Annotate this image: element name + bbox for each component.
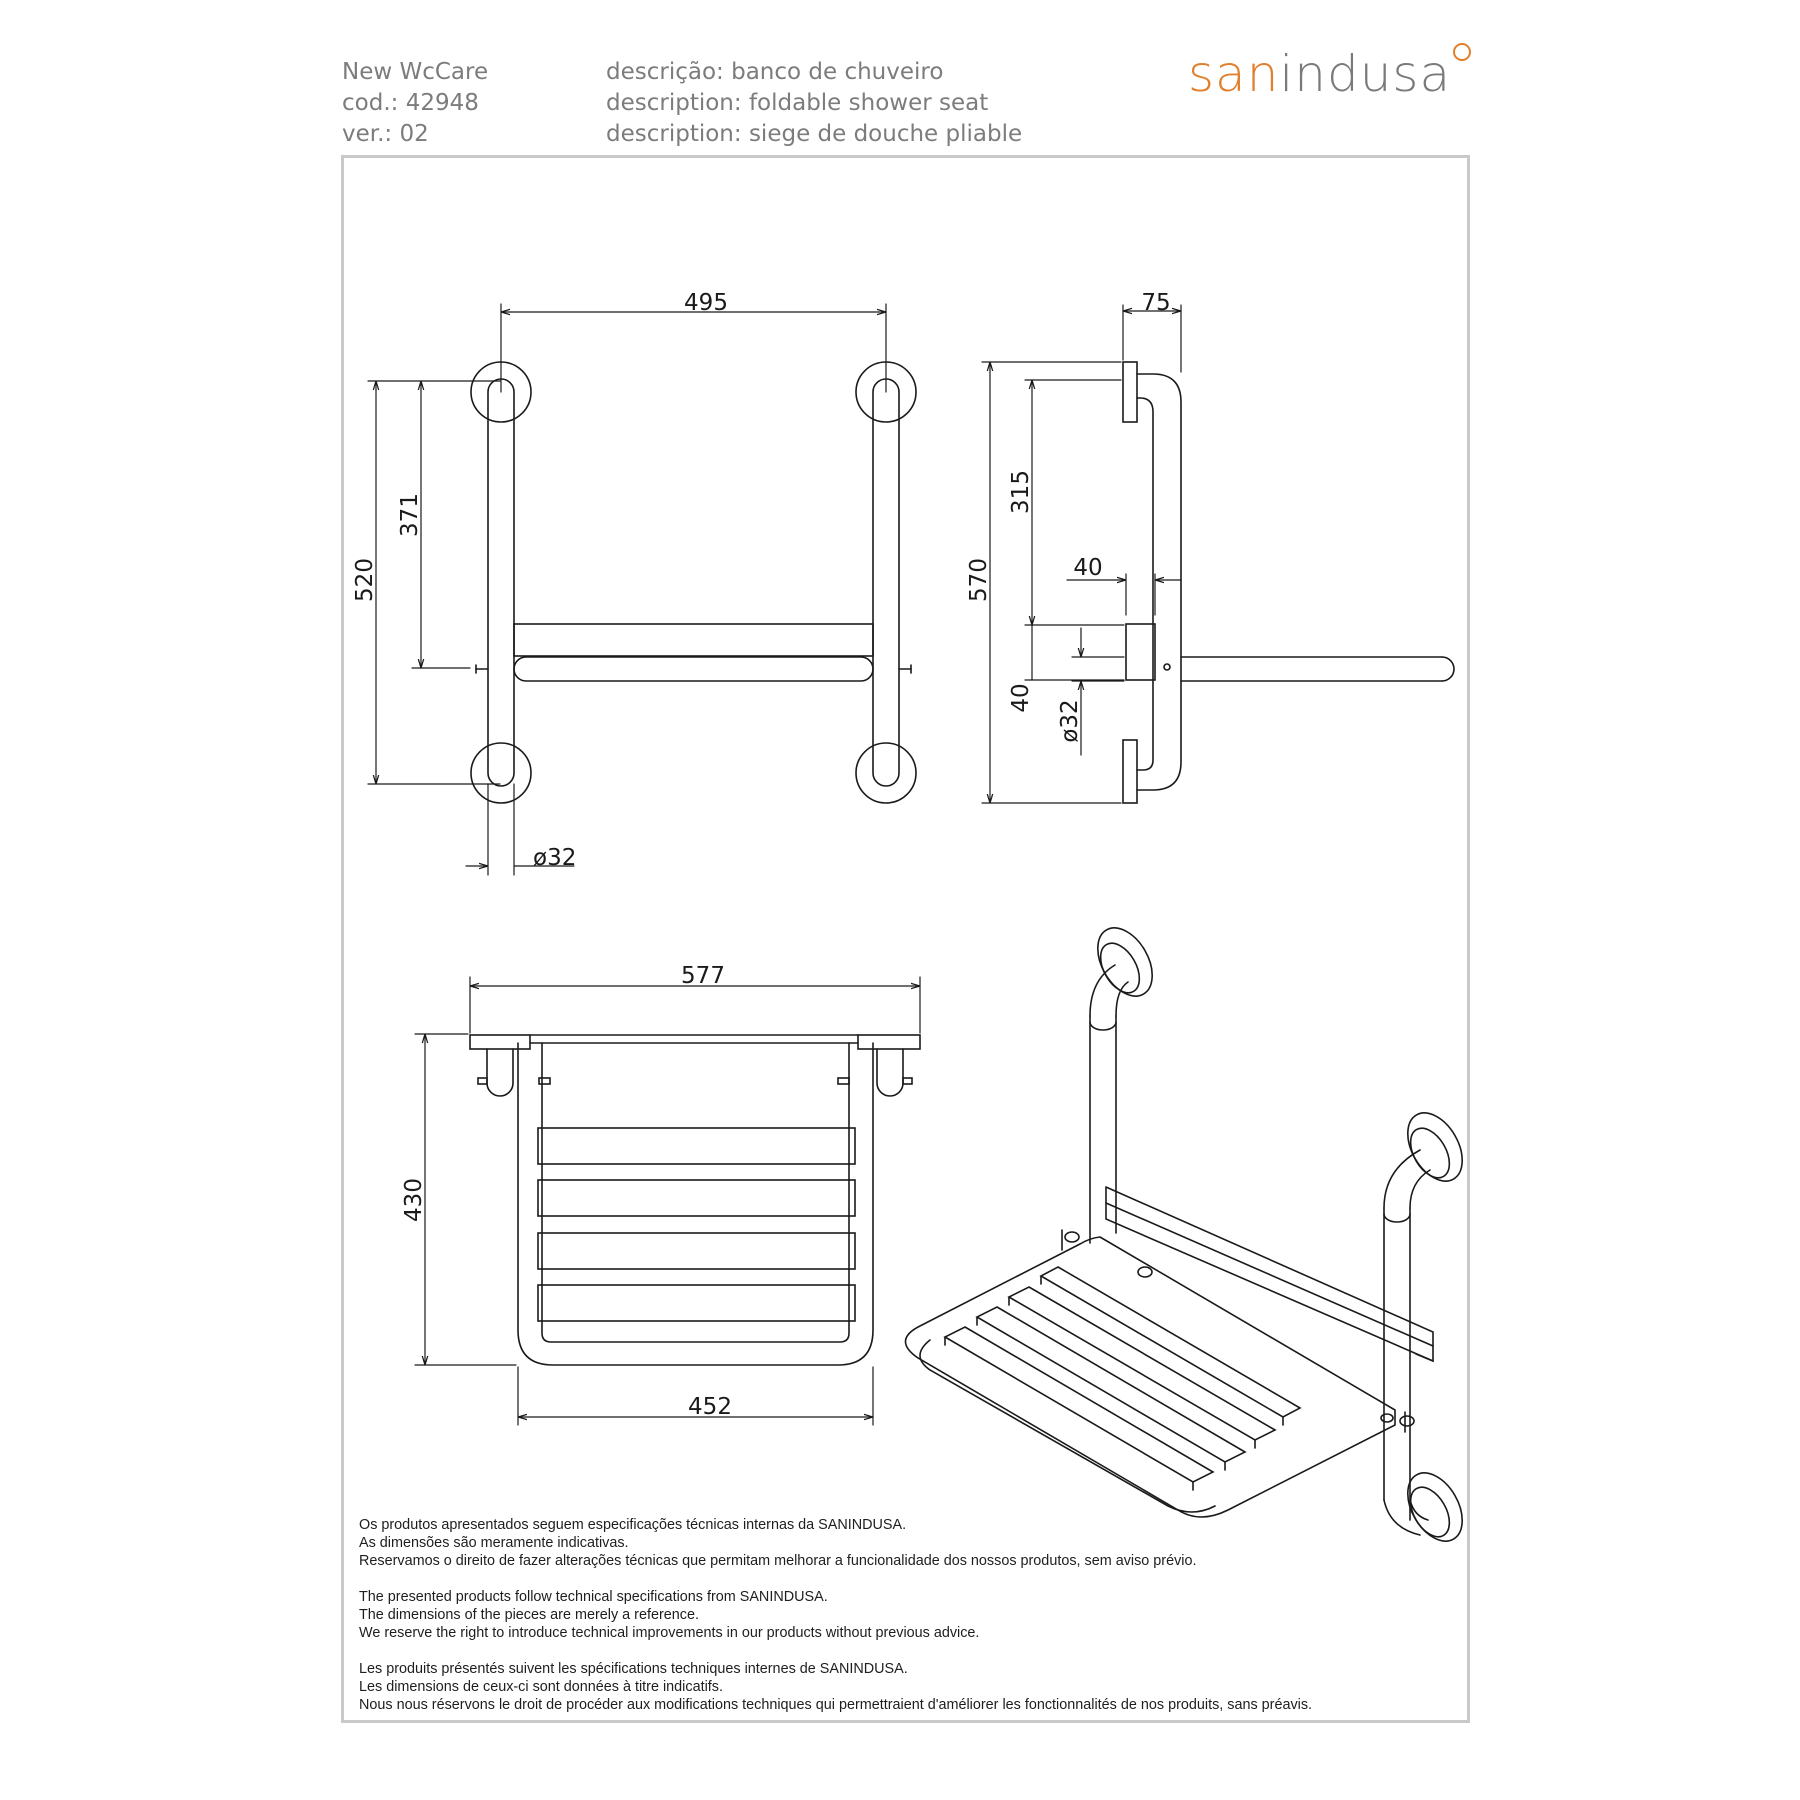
dim-front-height: 520	[352, 558, 378, 602]
disclaimer-notes: Os produtos apresentados seguem especifi…	[359, 1516, 1312, 1732]
note-line: We reserve the right to introduce techni…	[359, 1625, 980, 1641]
sanindusa-logo: sanindusa	[1188, 43, 1472, 104]
note-line: Os produtos apresentados seguem especifi…	[359, 1517, 907, 1533]
dim-side-depth: 75	[1141, 290, 1170, 316]
top-view	[414, 976, 921, 1426]
note-line: The presented products follow technical …	[359, 1589, 828, 1605]
product-descriptions: descrição: banco de chuveiro description…	[606, 57, 1022, 150]
drawing-frame	[341, 155, 1470, 1723]
dimension-labels: 495 520 371 ø32 75 570 315 40 40 ø32 577…	[352, 290, 1171, 1420]
dim-side-lower: 40	[1008, 683, 1034, 712]
dim-side-height: 570	[966, 558, 992, 602]
front-view	[367, 303, 917, 876]
dim-side-tube: ø32	[1057, 699, 1083, 742]
description-fr: description: siege de douche pliable	[606, 121, 1023, 147]
product-code: cod.: 42948	[342, 90, 479, 116]
logo-mark-icon	[1453, 43, 1472, 61]
notes-french: Les produits présentés suivent les spéci…	[359, 1660, 1312, 1714]
logo-part-indusa: indusa	[1279, 45, 1452, 103]
description-pt: descrição: banco de chuveiro	[606, 59, 944, 85]
side-view	[981, 304, 1455, 804]
notes-english: The presented products follow technical …	[359, 1588, 1312, 1642]
product-info: New WcCare cod.: 42948 ver.: 02	[342, 57, 488, 150]
product-name: New WcCare	[342, 59, 489, 85]
product-version: ver.: 02	[342, 121, 429, 147]
dim-top-depth: 430	[401, 1178, 427, 1222]
note-line: Les dimensions de ceux-ci sont données à…	[359, 1679, 723, 1695]
isometric-view	[904, 927, 1463, 1542]
logo-part-san: san	[1188, 45, 1280, 103]
note-line: Les produits présentés suivent les spéci…	[359, 1661, 908, 1677]
description-en: description: foldable shower seat	[606, 90, 989, 116]
note-line: Reservamos o direito de fazer alterações…	[359, 1553, 1197, 1569]
dim-side-upper: 315	[1008, 470, 1034, 514]
dim-top-inner: 452	[688, 1394, 732, 1420]
notes-portuguese: Os produtos apresentados seguem especifi…	[359, 1516, 1312, 1570]
note-line: As dimensões são meramente indicativas.	[359, 1535, 629, 1551]
dim-top-width: 577	[681, 963, 725, 989]
dim-front-width: 495	[684, 290, 728, 316]
dim-front-tube: ø32	[533, 845, 576, 871]
note-line: Nous nous réservons le droit de procéder…	[359, 1697, 1313, 1713]
dim-side-offset: 40	[1073, 555, 1102, 581]
note-line: The dimensions of the pieces are merely …	[359, 1607, 699, 1623]
dim-front-rail-height: 371	[397, 493, 423, 537]
